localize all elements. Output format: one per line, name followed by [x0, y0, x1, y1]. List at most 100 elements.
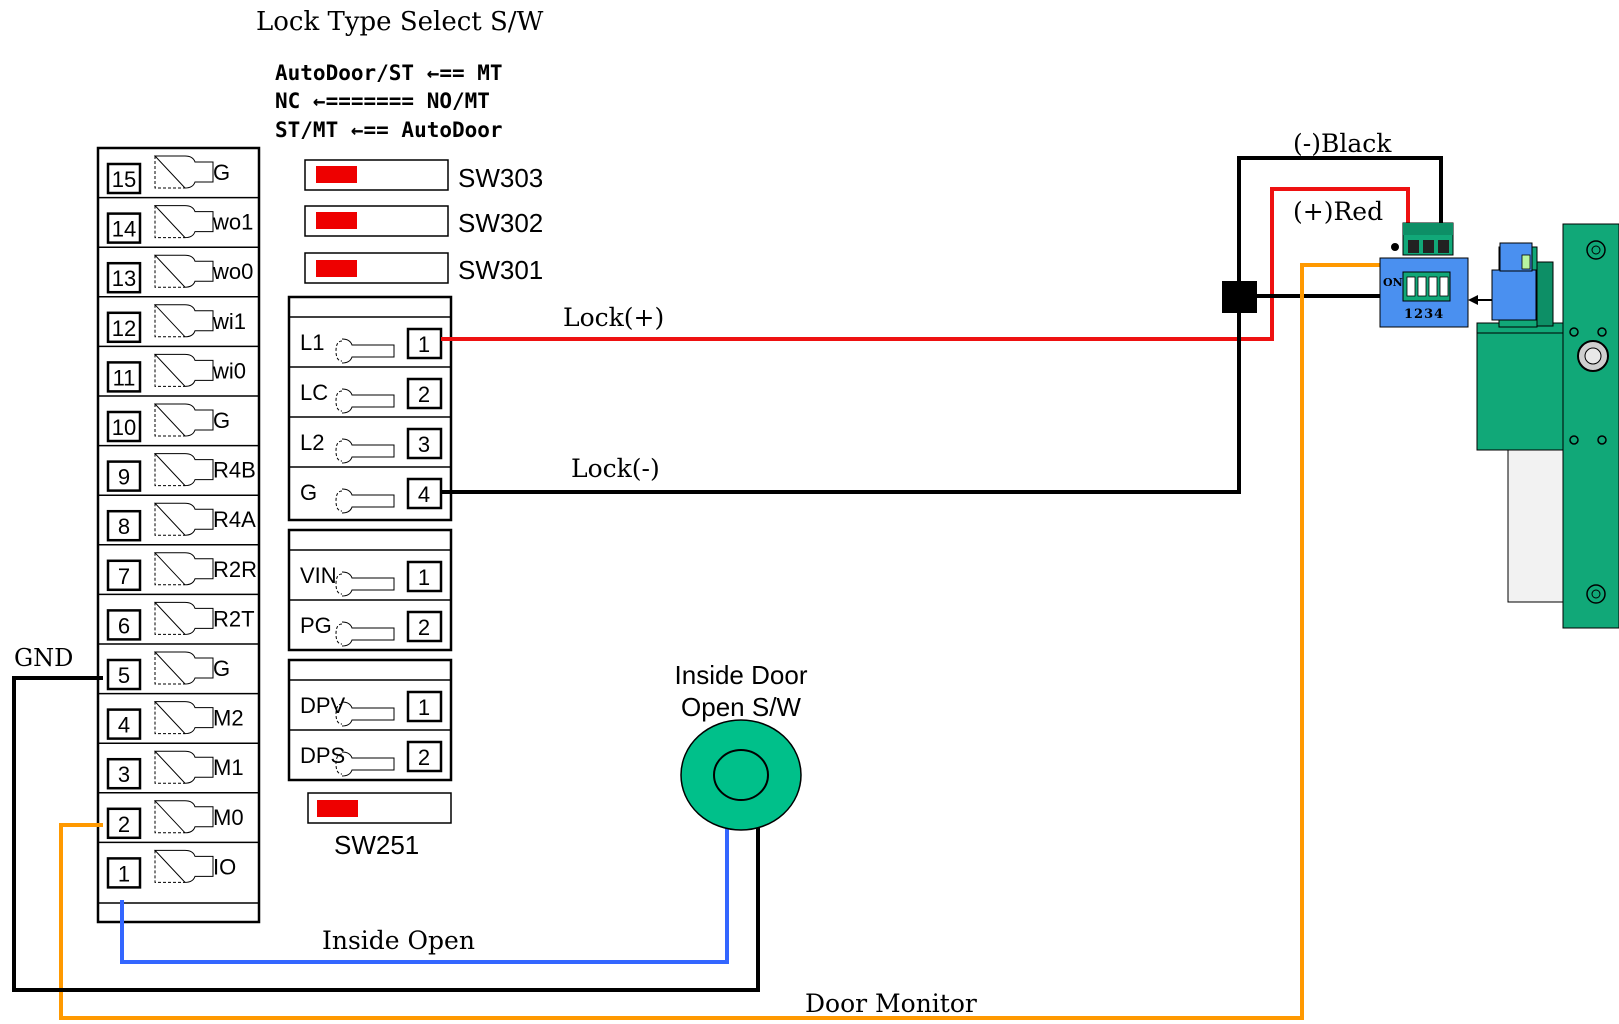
- lock-cylinder: [1507, 449, 1564, 603]
- gnd-label: GND: [14, 644, 73, 672]
- sw251-label: SW251: [334, 830, 419, 860]
- sw303-switch[interactable]: [304, 159, 449, 191]
- lock-mounting-plate: [1562, 223, 1619, 629]
- terminal-label: L2: [300, 430, 324, 455]
- terminal-number: 2: [418, 615, 430, 640]
- terminal-label: VIN: [300, 563, 337, 588]
- main-terminal-row[interactable]: 11 wi0: [98, 345, 259, 393]
- terminal-label: M1: [213, 755, 244, 780]
- diagram-title: Lock Type Select S/W: [256, 7, 544, 37]
- sw251-switch[interactable]: [307, 792, 452, 824]
- terminal-label: wi0: [212, 358, 246, 383]
- gnd-wire: [12, 676, 760, 992]
- lock-terminal-row[interactable]: L1 1: [289, 316, 451, 364]
- terminal-label: LC: [300, 380, 328, 405]
- terminal-number: 1: [418, 695, 430, 720]
- lock-solenoid: [1491, 269, 1537, 321]
- inside-open-wire: [120, 826, 729, 964]
- terminal-label: G: [213, 656, 230, 681]
- terminal-label: M0: [213, 805, 244, 830]
- lock-terminal-row[interactable]: LC 2: [289, 366, 451, 414]
- terminal-label: PG: [300, 613, 332, 638]
- inside-door-open-switch[interactable]: [680, 719, 802, 831]
- inside-switch-label-1: Inside Door: [675, 660, 808, 690]
- lock-terminal-row[interactable]: L2 3: [289, 416, 451, 464]
- terminal-number: 8: [118, 514, 130, 539]
- door-monitor-label: Door Monitor: [805, 989, 977, 1018]
- main-terminal-row[interactable]: 1 IO: [98, 841, 259, 889]
- terminal-label: IO: [213, 854, 236, 879]
- lock-controller-module: ON 1234: [1379, 222, 1469, 328]
- lock-minus-wire: [441, 156, 1443, 494]
- terminal-label: R4B: [213, 458, 256, 483]
- lock-mode-line-2: NC ←======= NO/MT: [275, 89, 490, 113]
- door-monitor-wire: [59, 263, 1380, 1020]
- terminal-label: DPV: [300, 693, 346, 718]
- terminal-number: 3: [418, 432, 430, 457]
- main-terminal-row[interactable]: 8 R4A: [98, 494, 259, 542]
- terminal-number: 1: [418, 332, 430, 357]
- sw301-label: SW301: [458, 255, 543, 285]
- terminal-number: 2: [118, 812, 130, 837]
- sw301-switch[interactable]: [304, 252, 449, 284]
- terminal-label: G: [213, 408, 230, 433]
- lock-plus-label: Lock(+): [563, 303, 664, 332]
- lock-mechanism: [1476, 223, 1619, 629]
- terminal-number: 4: [118, 713, 130, 738]
- main-terminal-row[interactable]: 4 M2: [98, 692, 259, 740]
- door-terminal-row[interactable]: DPV 1: [289, 679, 451, 727]
- terminal-number: 11: [113, 365, 136, 390]
- terminal-number: 12: [112, 316, 136, 341]
- terminal-number: 1: [418, 565, 430, 590]
- terminal-number: 6: [118, 613, 130, 638]
- dip-on-label: ON: [1383, 276, 1403, 289]
- terminal-label: G: [300, 480, 317, 505]
- main-terminal-row[interactable]: 2 M0: [98, 792, 259, 840]
- lock-plus-wire: [441, 187, 1410, 341]
- terminal-number: 1: [118, 861, 130, 886]
- terminal-number: 10: [112, 415, 136, 440]
- terminal-label: R2R: [213, 557, 257, 582]
- black-wire-label: (-)Black: [1293, 129, 1392, 158]
- lock-mode-line-1: AutoDoor/ST ←== MT: [275, 61, 503, 85]
- terminal-number: 14: [112, 217, 136, 242]
- terminal-label: wo0: [212, 259, 253, 284]
- terminal-number: 2: [418, 382, 430, 407]
- terminal-label: DPS: [300, 743, 345, 768]
- sw302-switch[interactable]: [304, 205, 449, 237]
- terminal-number: 4: [418, 482, 430, 507]
- plate-screw-icon: [1586, 240, 1606, 260]
- terminal-number: 3: [118, 762, 130, 787]
- terminal-label: M2: [213, 706, 244, 731]
- lock-mode-line-3: ST/MT ←== AutoDoor: [275, 118, 503, 142]
- main-terminal-row[interactable]: 3 M1: [98, 742, 259, 790]
- terminal-label: wi1: [212, 309, 246, 334]
- dip-numbers-label: 1234: [1404, 307, 1444, 322]
- terminal-number: 15: [112, 167, 136, 192]
- red-wire-label: (+)Red: [1293, 197, 1383, 226]
- terminal-number: 5: [118, 663, 130, 688]
- terminal-label: L1: [300, 330, 324, 355]
- main-terminal-row[interactable]: 12 wi1: [98, 296, 259, 344]
- main-terminal-row[interactable]: 15 G: [106, 155, 230, 195]
- power-terminal-rows: VIN 1PG 2: [289, 549, 451, 647]
- power-terminal-row[interactable]: PG 2: [289, 599, 451, 647]
- terminal-label: G: [213, 160, 230, 185]
- main-terminal-row[interactable]: 10 G: [98, 395, 259, 443]
- power-terminal-row[interactable]: VIN 1: [289, 549, 451, 597]
- lock-minus-label: Lock(-): [571, 454, 660, 483]
- sw303-label: SW303: [458, 163, 543, 193]
- terminal-label: R4A: [213, 507, 256, 532]
